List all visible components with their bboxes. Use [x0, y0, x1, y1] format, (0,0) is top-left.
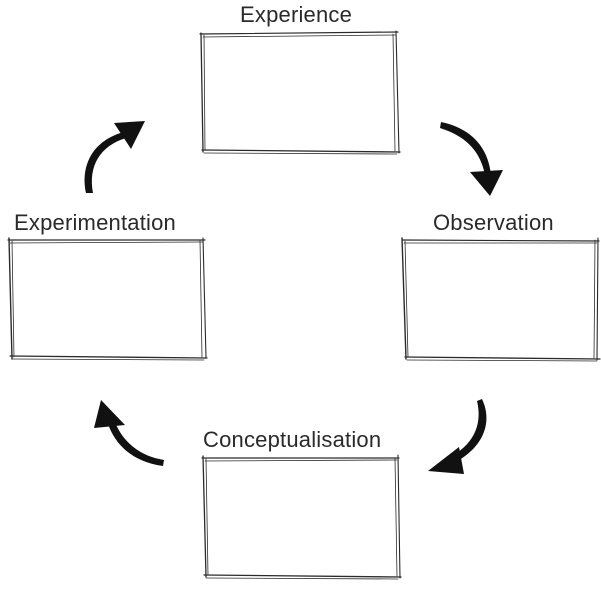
arrow-observation-to-conceptualisation: [428, 399, 487, 474]
arrow-experience-to-observation: [440, 122, 503, 196]
stage-label-experience: Experience: [240, 2, 353, 27]
stage-label-experimentation: Experimentation: [14, 210, 176, 235]
arrow-conceptualisation-to-experimentation: [94, 400, 164, 466]
experience-box: [199, 30, 401, 155]
arrow-experimentation-to-experience: [84, 121, 145, 193]
conceptualisation-box: [201, 454, 402, 580]
observation-box: [401, 237, 601, 362]
stage-label-conceptualisation: Conceptualisation: [203, 427, 382, 452]
stage-label-observation: Observation: [433, 210, 554, 235]
experimentation-box: [7, 237, 208, 361]
